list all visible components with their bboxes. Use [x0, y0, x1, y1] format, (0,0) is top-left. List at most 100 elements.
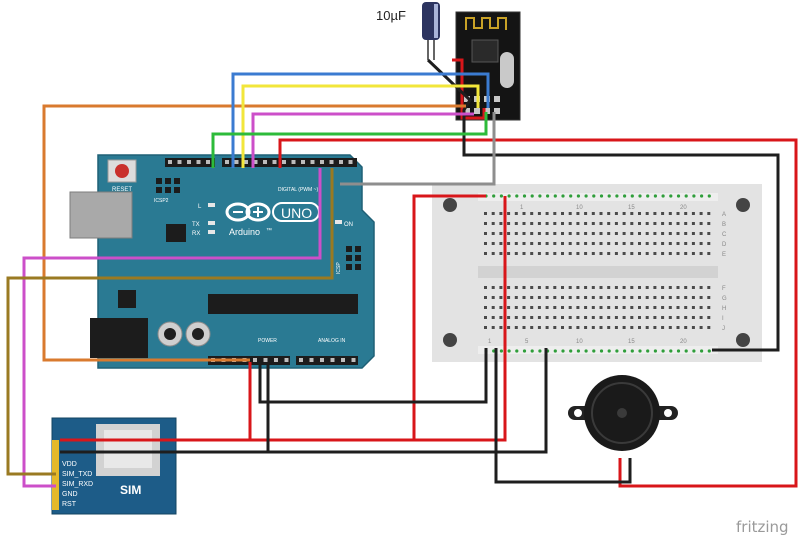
- breadboard-hole: [584, 252, 588, 255]
- rail-dot: [607, 349, 611, 353]
- breadboard-hole: [630, 316, 634, 319]
- breadboard-hole: [691, 232, 695, 235]
- rail-dot: [707, 349, 711, 353]
- breadboard-hole: [507, 232, 511, 235]
- wire-black-breadboard-sim: [268, 348, 548, 454]
- icsp-pin: [355, 264, 361, 270]
- breadboard-hole: [684, 232, 688, 235]
- wire-black-gnd-rail: [426, 58, 780, 352]
- nrf-pin: [494, 108, 500, 114]
- breadboard-hole: [561, 242, 564, 245]
- breadboard-hole: [676, 296, 680, 299]
- breadboard-hole: [645, 296, 649, 299]
- breadboard-hole: [522, 212, 526, 215]
- breadboard-hole: [591, 316, 595, 319]
- breadboard-hole: [645, 316, 649, 319]
- header-pin: [263, 358, 268, 362]
- breadboard-hole: [622, 326, 626, 329]
- sim-title: SIM: [120, 483, 141, 497]
- breadboard-hole: [545, 286, 549, 289]
- rail-dot: [638, 349, 642, 353]
- led-tx: [208, 221, 215, 225]
- breadboard-hole: [553, 232, 557, 235]
- icsp2-pin: [156, 178, 162, 184]
- breadboard-hole: [499, 232, 503, 235]
- led-on: [335, 220, 342, 224]
- breadboard-hole: [484, 316, 487, 319]
- rail-dot: [700, 349, 704, 353]
- breadboard: 1 10 15 20 1 5 10 15 20 A B C D E F G H …: [432, 184, 762, 362]
- wire-red-capacitor: [452, 58, 486, 120]
- icsp-pin: [346, 264, 352, 270]
- arduino-uno-board: RESET ICSP2 L TX RX ON UNO Arduino: [69, 154, 375, 369]
- breadboard-hole: [568, 222, 572, 225]
- rail-dot: [630, 349, 634, 353]
- breadboard-hole: [499, 306, 503, 309]
- breadboard-hole: [638, 252, 641, 255]
- breadboard-hole: [653, 222, 657, 225]
- breadboard-hole: [491, 286, 495, 289]
- breadboard-hole: [630, 252, 634, 255]
- breadboard-hole: [630, 306, 634, 309]
- breadboard-hole: [707, 222, 711, 225]
- wire-magenta-sim-rxd: [22, 168, 322, 488]
- breadboard-hole: [522, 286, 526, 289]
- led-tx-label: TX: [192, 222, 200, 228]
- breadboard-center-channel: [478, 266, 718, 278]
- breadboard-hole: [599, 306, 603, 309]
- breadboard-hole: [622, 286, 626, 289]
- header-pin: [168, 160, 172, 164]
- breadboard-hole: [545, 212, 549, 215]
- breadboard-hole: [607, 252, 611, 255]
- breadboard-hole: [691, 296, 695, 299]
- breadboard-hole: [561, 212, 564, 215]
- breadboard-hole: [684, 326, 688, 329]
- breadboard-hole: [691, 252, 695, 255]
- sim-pin-label: VDD: [62, 461, 77, 468]
- breadboard-hole: [661, 306, 665, 309]
- header-pin: [301, 160, 305, 164]
- breadboard-hole: [537, 222, 541, 225]
- breadboard-hole: [622, 252, 626, 255]
- breadboard-hole: [568, 252, 572, 255]
- breadboard-hole: [584, 232, 588, 235]
- breadboard-hole: [622, 232, 626, 235]
- breadboard-hole: [522, 326, 526, 329]
- usb-chip: [166, 224, 186, 242]
- rail-dot: [538, 349, 542, 353]
- breadboard-hole: [576, 222, 580, 225]
- breadboard-hole: [584, 286, 588, 289]
- breadboard-hole: [638, 286, 641, 289]
- rail-dot: [653, 194, 658, 198]
- breadboard-rail-bottom: [478, 346, 718, 354]
- icsp2-pin: [174, 178, 180, 184]
- breadboard-hole: [614, 296, 618, 299]
- rail-dot: [592, 194, 596, 198]
- breadboard-hole: [553, 326, 557, 329]
- header-pin: [320, 358, 324, 362]
- breadboard-hole: [484, 242, 487, 245]
- breadboard-hole: [522, 242, 526, 245]
- breadboard-hole: [537, 252, 541, 255]
- breadboard-hole: [537, 306, 541, 309]
- breadboard-hole: [691, 306, 695, 309]
- breadboard-hole: [668, 316, 672, 319]
- rail-dot: [661, 349, 665, 353]
- rail-dot: [676, 194, 681, 198]
- rail-dot: [561, 349, 565, 353]
- header-pin: [253, 358, 257, 362]
- breadboard-hole: [591, 326, 595, 329]
- header-pin: [244, 160, 248, 164]
- breadboard-hole: [545, 222, 549, 225]
- header-pin: [225, 160, 229, 164]
- header-pin: [263, 160, 267, 164]
- led-rx: [208, 230, 215, 234]
- row-letter: I: [722, 316, 724, 322]
- breadboard-hole: [607, 222, 611, 225]
- breadboard-hole: [699, 242, 703, 245]
- rail-dot: [561, 194, 565, 198]
- breadboard-hole: [707, 252, 711, 255]
- breadboard-hole: [522, 232, 526, 235]
- header-pin: [299, 358, 303, 362]
- breadboard-hole: [630, 242, 634, 245]
